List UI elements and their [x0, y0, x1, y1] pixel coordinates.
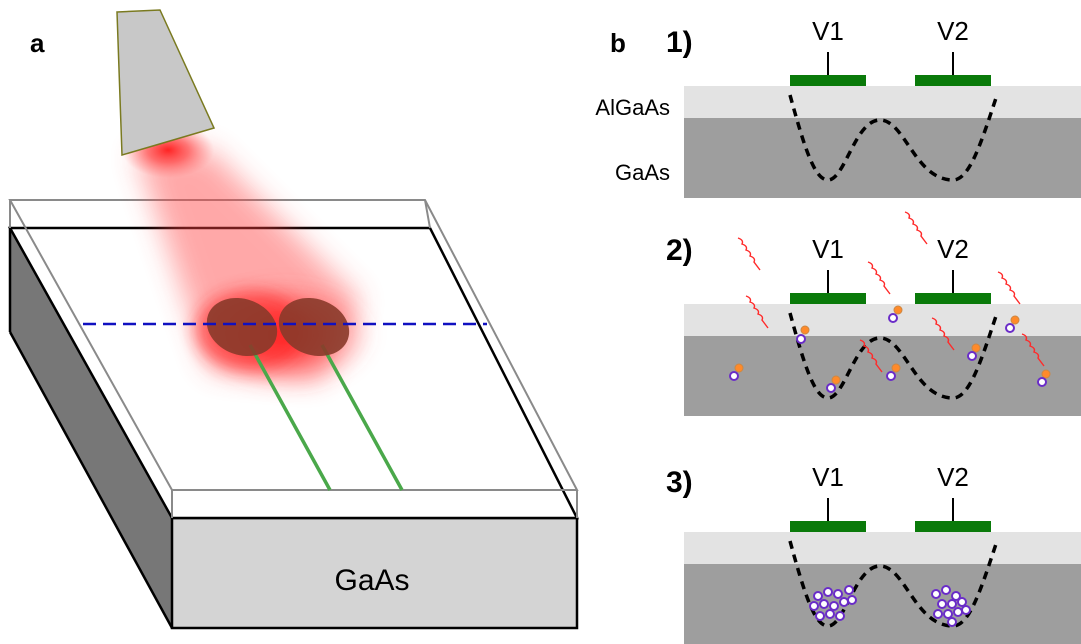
- algaas-layer: [684, 304, 1081, 336]
- algaas-layer: [684, 86, 1081, 118]
- gate-1-label: V1: [812, 234, 844, 264]
- gaas-layer: [684, 564, 1081, 644]
- gate-1: [790, 521, 866, 532]
- gate-pad-1: [206, 297, 278, 357]
- objective-lens: [116, 9, 216, 178]
- panel-b-label: b: [610, 28, 626, 58]
- step-2-number: 2): [666, 234, 693, 267]
- algaas-label: AlGaAs: [595, 95, 670, 120]
- gate-lead-1: [248, 344, 332, 491]
- block-front-face: [170, 516, 579, 630]
- gate-1-label: V1: [812, 462, 844, 492]
- gate-2: [915, 521, 991, 532]
- panel-a-label: a: [30, 28, 45, 58]
- potential-profile: [788, 540, 999, 628]
- gate-1-label: V1: [812, 16, 844, 46]
- step-3: 3) V1 V2: [666, 462, 1081, 644]
- step-1: 1) V1 V2 AlGaAs GaAs: [595, 16, 1081, 198]
- gate-1: [790, 293, 866, 304]
- algaas-layer: [684, 532, 1081, 564]
- gate-2: [915, 293, 991, 304]
- gaas-label: GaAs: [615, 160, 670, 185]
- photons: [737, 211, 1045, 373]
- gate-pad-2: [278, 297, 350, 357]
- block-left-face: [10, 228, 172, 628]
- gate-1: [790, 75, 866, 86]
- step-3-number: 3): [666, 466, 693, 499]
- trapped-holes-right: [931, 585, 971, 627]
- gate-lead-2: [320, 344, 404, 491]
- step-1-number: 1): [666, 26, 693, 59]
- gaas-layer: [684, 118, 1081, 198]
- step-2: 2) V1 V2: [666, 211, 1081, 416]
- potential-profile: [788, 312, 999, 400]
- gate-2: [915, 75, 991, 86]
- potential-profile: [788, 94, 999, 182]
- gate-2-label: V2: [937, 462, 969, 492]
- gaas-layer: [684, 336, 1081, 416]
- gate-2-label: V2: [937, 16, 969, 46]
- electron-hole-pairs: [729, 305, 1051, 393]
- gate-2-label: V2: [937, 234, 969, 264]
- substrate-label: GaAs: [334, 564, 409, 597]
- trapped-holes-left: [809, 585, 857, 621]
